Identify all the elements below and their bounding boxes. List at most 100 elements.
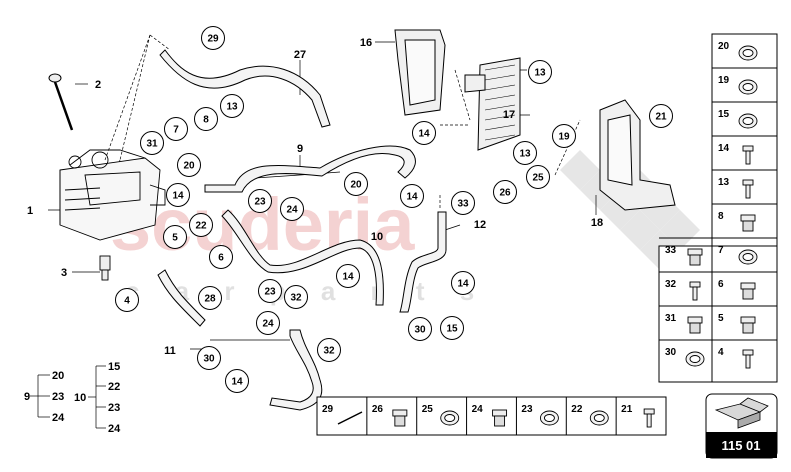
- callout-text: 23: [254, 197, 266, 208]
- callout-14: 14: [336, 264, 360, 288]
- bottom-part-24-number: 24: [472, 404, 484, 415]
- callout-22: 22: [189, 213, 213, 237]
- callout-text: 31: [146, 139, 158, 150]
- callout-text: 22: [195, 221, 207, 232]
- part-21-glyph: [643, 408, 655, 428]
- label-9: 9: [297, 143, 303, 155]
- radiator-17: [464, 57, 521, 151]
- label-18: 18: [591, 217, 603, 229]
- callout-4: 4: [115, 288, 139, 312]
- right-part-19-number: 19: [718, 75, 730, 86]
- callout-text: 24: [286, 205, 298, 216]
- bottom-part-26-number: 26: [372, 404, 384, 415]
- bottom-part-29-number: 29: [322, 404, 334, 415]
- label-10: 10: [371, 231, 383, 243]
- callout-text: 14: [406, 192, 418, 203]
- callout-7: 7: [164, 117, 188, 141]
- callout-15: 15: [440, 316, 464, 340]
- callout-text: 14: [342, 272, 354, 283]
- part-7-glyph: [738, 249, 758, 265]
- callout-text: 14: [231, 377, 243, 388]
- right-part-20-number: 20: [718, 41, 730, 52]
- part-24-glyph: [492, 409, 508, 427]
- callout-text: 32: [290, 293, 302, 304]
- group-9-m1: 23: [52, 391, 64, 403]
- callout-23: 23: [258, 279, 282, 303]
- part-19-glyph: [738, 79, 758, 95]
- reservoir-drawing: [59, 149, 166, 241]
- callout-text: 20: [350, 180, 362, 191]
- group-9-m0: 20: [52, 370, 64, 382]
- callout-14: 14: [166, 183, 190, 207]
- callout-text: 19: [558, 132, 570, 143]
- part-29-glyph: [337, 411, 363, 425]
- cooler-16: [394, 29, 446, 116]
- callout-text: 8: [203, 115, 209, 126]
- group-10-m2: 23: [108, 402, 120, 414]
- right-part-32-number: 32: [665, 279, 677, 290]
- part-23-glyph: [539, 410, 559, 426]
- group-10-m1: 22: [108, 381, 120, 393]
- callout-26: 26: [493, 180, 517, 204]
- bottom-part-25-number: 25: [422, 404, 434, 415]
- callout-24: 24: [256, 311, 280, 335]
- callout-21: 21: [649, 104, 673, 128]
- callout-14: 14: [412, 121, 436, 145]
- part-5-glyph: [740, 316, 756, 334]
- callout-text: 14: [457, 279, 469, 290]
- callout-32: 32: [317, 338, 341, 362]
- hose-28: [157, 269, 206, 327]
- hose-12: [399, 211, 447, 313]
- part-33-glyph: [687, 248, 703, 266]
- callout-text: 33: [457, 199, 469, 210]
- group-legend: [30, 365, 106, 429]
- right-part-15-number: 15: [718, 109, 730, 120]
- part-13-glyph: [742, 179, 754, 199]
- right-part-14-number: 14: [718, 143, 730, 154]
- callout-24: 24: [280, 197, 304, 221]
- part-4-glyph: [742, 349, 754, 369]
- callout-text: 14: [172, 191, 184, 202]
- callout-6: 6: [209, 245, 233, 269]
- callout-text: 13: [519, 149, 531, 160]
- group-10-id: 10: [74, 392, 86, 404]
- group-legend-text: 9 20 23 24 10 15 22 23 24: [24, 361, 121, 435]
- label-27: 27: [294, 49, 306, 61]
- part-6-glyph: [740, 282, 756, 300]
- right-part-33-number: 33: [665, 245, 677, 256]
- callout-14: 14: [400, 184, 424, 208]
- callout-text: 14: [418, 129, 430, 140]
- callout-text: 23: [264, 287, 276, 298]
- callout-25: 25: [526, 165, 550, 189]
- part-22-glyph: [589, 410, 609, 426]
- sensor-drawing: [99, 255, 111, 281]
- group-9-m2: 24: [52, 412, 65, 424]
- part-25-glyph: [440, 410, 460, 426]
- hose-27: [159, 49, 331, 128]
- callout-31: 31: [140, 131, 164, 155]
- callout-text: 13: [226, 102, 238, 113]
- callout-13: 13: [528, 60, 552, 84]
- callout-13: 13: [513, 141, 537, 165]
- callout-19: 19: [552, 124, 576, 148]
- callout-text: 6: [218, 253, 224, 264]
- page-number: 115 01: [721, 438, 760, 453]
- callout-14: 14: [225, 369, 249, 393]
- label-17: 17: [503, 109, 515, 121]
- callout-text: 7: [173, 125, 179, 136]
- callout-text: 24: [262, 319, 274, 330]
- callout-text: 13: [534, 68, 546, 79]
- hose-9: [204, 145, 416, 193]
- part-30-glyph: [685, 351, 705, 367]
- part-31-glyph: [687, 316, 703, 334]
- callout-text: 26: [499, 188, 511, 199]
- bottom-part-23-number: 23: [521, 404, 533, 415]
- right-part-4-number: 4: [718, 347, 724, 358]
- group-10-m0: 15: [108, 361, 120, 373]
- part-32-glyph: [689, 281, 701, 301]
- callout-text: 4: [124, 296, 130, 307]
- right-part-30-number: 30: [665, 347, 677, 358]
